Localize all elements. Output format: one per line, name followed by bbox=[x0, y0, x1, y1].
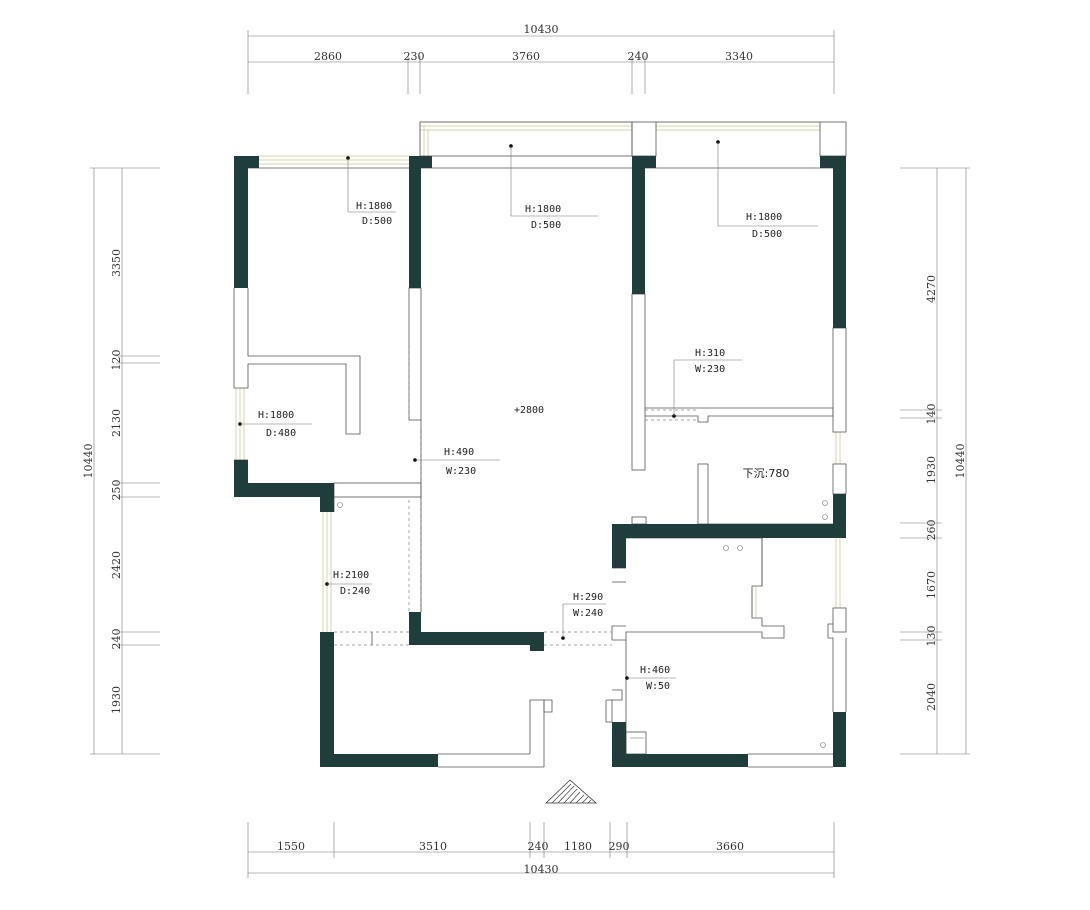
annotation-left-side-window: H:1800 D:480 bbox=[238, 410, 312, 439]
bottom-dimension-chain: 1550 3510 240 1180 290 3660 10430 bbox=[247, 822, 835, 878]
right-dimension-6: 130 bbox=[925, 626, 938, 647]
left-dimension-5: 2420 bbox=[110, 551, 123, 579]
right-dimension-chain: 10440 4270 140 1930 260 1670 130 2040 bbox=[900, 167, 970, 755]
top-dimension-4: 240 bbox=[628, 50, 649, 63]
windows bbox=[235, 121, 841, 632]
annotation-living-window: H:1800 D:500 bbox=[509, 144, 598, 231]
window-depth-label: D:500 bbox=[531, 220, 561, 231]
bottom-dimension-2: 3510 bbox=[419, 840, 447, 853]
opening-width-label: W:50 bbox=[646, 681, 670, 692]
left-dimension-3: 2130 bbox=[110, 409, 123, 437]
outline-lines bbox=[233, 121, 847, 768]
right-dimension-1: 4270 bbox=[925, 275, 938, 303]
left-dimension-6: 240 bbox=[110, 629, 123, 650]
drain-icon bbox=[820, 742, 826, 748]
bottom-dimension-3: 240 bbox=[528, 840, 549, 853]
window-height-label: H:1800 bbox=[525, 204, 561, 215]
bottom-total-dimension: 10430 bbox=[524, 863, 559, 876]
annotation-center-opening: H:490 W:230 bbox=[413, 447, 500, 477]
left-dimension-7: 1930 bbox=[110, 686, 123, 714]
opening-width-label: W:230 bbox=[446, 466, 476, 477]
right-dimension-7: 2040 bbox=[925, 683, 938, 711]
right-dimension-2: 140 bbox=[925, 404, 938, 425]
opening-height-label: H:460 bbox=[640, 665, 670, 676]
window-height-label: H:1800 bbox=[356, 201, 392, 212]
annotation-bedroom-right-window: H:1800 D:500 bbox=[716, 140, 818, 240]
annotation-right-opening: H:310 W:230 bbox=[672, 348, 742, 418]
opening-width-label: W:240 bbox=[573, 608, 603, 619]
window-depth-label: D:480 bbox=[266, 428, 296, 439]
top-dimension-2: 230 bbox=[404, 50, 425, 63]
drain-icon bbox=[337, 502, 343, 508]
top-dimension-chain: 10430 2860 230 3760 240 3340 bbox=[247, 23, 835, 94]
opening-height-label: H:490 bbox=[444, 447, 474, 458]
top-dimension-1: 2860 bbox=[314, 50, 342, 63]
drain-icon bbox=[822, 514, 828, 520]
top-dimension-3: 3760 bbox=[512, 50, 540, 63]
elevation-label: +2800 bbox=[514, 405, 544, 416]
annotation-balcony-window: H:2100 D:240 bbox=[325, 570, 372, 597]
window-depth-label: D:240 bbox=[340, 586, 370, 597]
left-dimension-4: 250 bbox=[110, 480, 123, 501]
window-depth-label: D:500 bbox=[752, 229, 782, 240]
drain-icon bbox=[822, 500, 828, 506]
fixtures bbox=[337, 500, 828, 748]
window-height-label: H:2100 bbox=[333, 570, 369, 581]
annotation-lower-opening: H:290 W:240 bbox=[561, 592, 606, 640]
solid-walls bbox=[234, 156, 846, 767]
bottom-dimension-6: 3660 bbox=[716, 840, 744, 853]
window-height-label: H:1800 bbox=[746, 212, 782, 223]
sunken-floor-label: 下沉:780 bbox=[743, 467, 790, 480]
left-dimension-2: 120 bbox=[110, 350, 123, 371]
opening-height-label: H:310 bbox=[695, 348, 725, 359]
bottom-dimension-5: 290 bbox=[609, 840, 630, 853]
left-dimension-1: 3350 bbox=[110, 249, 123, 277]
drain-icon bbox=[723, 545, 729, 551]
bottom-dimension-1: 1550 bbox=[277, 840, 305, 853]
right-total-dimension: 10440 bbox=[954, 444, 967, 479]
top-total-dimension: 10430 bbox=[524, 23, 559, 36]
annotation-bath-opening: H:460 W:50 bbox=[625, 665, 676, 692]
left-total-dimension: 10440 bbox=[82, 444, 95, 479]
window-depth-label: D:500 bbox=[362, 216, 392, 227]
right-dimension-4: 260 bbox=[925, 520, 938, 541]
window-height-label: H:1800 bbox=[258, 410, 294, 421]
opening-width-label: W:230 bbox=[695, 364, 725, 375]
right-dimension-3: 1930 bbox=[925, 456, 938, 484]
triangle-hatched-arrow-icon bbox=[545, 779, 598, 804]
bottom-dimension-4: 1180 bbox=[564, 840, 592, 853]
right-dimension-5: 1670 bbox=[925, 571, 938, 599]
top-dimension-5: 3340 bbox=[725, 50, 753, 63]
annotation-bedroom-left-window: H:1800 D:500 bbox=[346, 156, 396, 227]
opening-height-label: H:290 bbox=[573, 592, 603, 603]
left-dimension-chain: 10440 3350 120 2130 250 2420 240 1930 bbox=[82, 167, 160, 755]
drain-icon bbox=[737, 545, 743, 551]
